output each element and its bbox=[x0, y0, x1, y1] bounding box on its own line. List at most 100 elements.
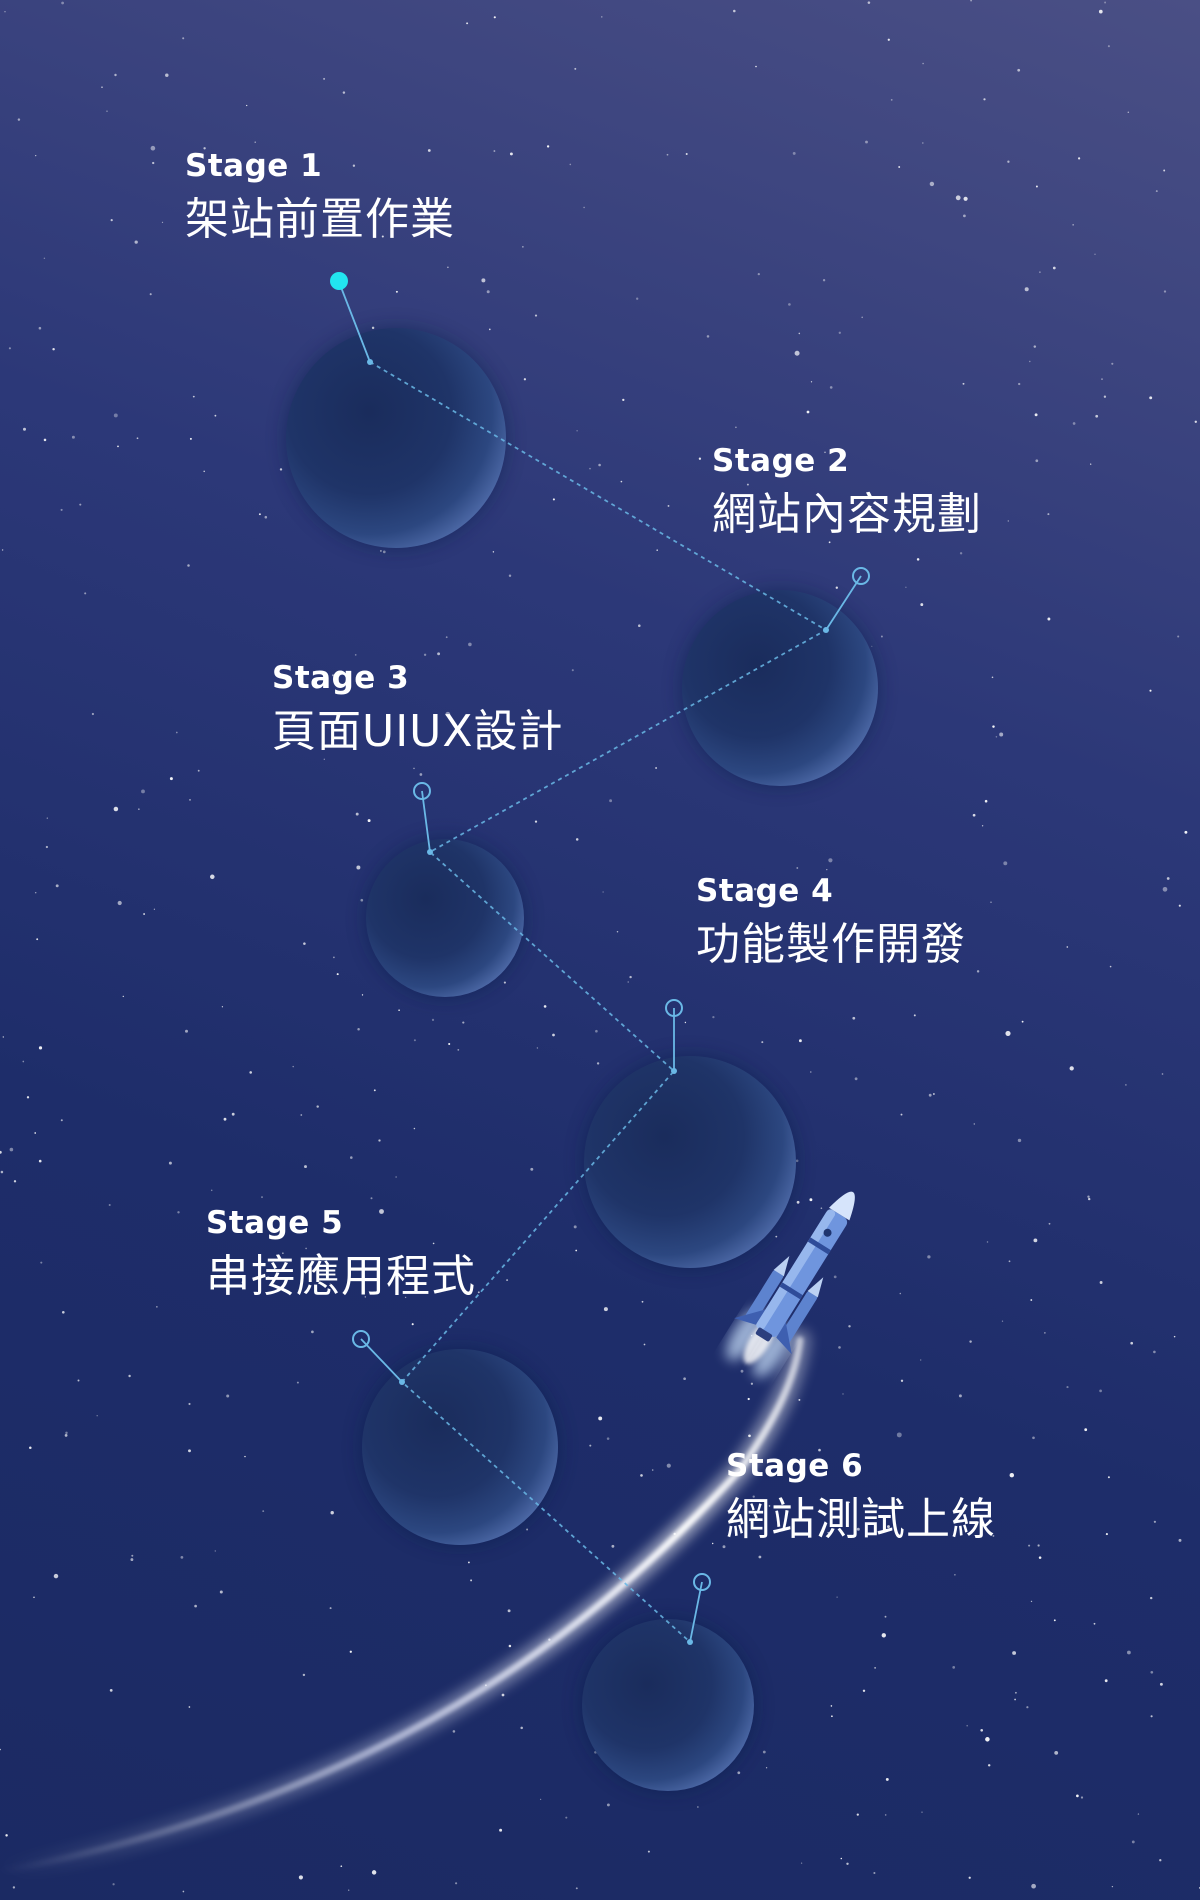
star bbox=[761, 1041, 764, 1044]
star bbox=[983, 98, 986, 101]
star bbox=[128, 1374, 131, 1378]
star bbox=[871, 645, 873, 647]
star bbox=[788, 303, 791, 306]
star bbox=[197, 769, 200, 772]
star bbox=[1150, 1670, 1154, 1674]
star bbox=[627, 981, 629, 983]
star bbox=[117, 445, 119, 448]
star bbox=[1005, 1030, 1011, 1036]
star bbox=[493, 150, 496, 152]
star bbox=[1008, 1260, 1011, 1263]
rocket-icon bbox=[726, 1191, 855, 1378]
star bbox=[180, 1556, 184, 1559]
stage-6-location-pin-icon bbox=[689, 1573, 711, 1643]
star bbox=[5, 1834, 8, 1837]
star bbox=[838, 1346, 841, 1349]
star bbox=[880, 635, 883, 638]
star bbox=[536, 1047, 539, 1049]
star bbox=[636, 297, 639, 300]
star bbox=[64, 1434, 68, 1437]
star bbox=[838, 331, 841, 334]
stage-5-location-pin-icon bbox=[352, 1330, 403, 1383]
star bbox=[1103, 395, 1107, 398]
star bbox=[108, 1203, 111, 1207]
stage-6-number: Stage 6 bbox=[726, 1448, 864, 1484]
star bbox=[378, 1139, 381, 1142]
star bbox=[666, 1463, 671, 1468]
star bbox=[1072, 422, 1076, 425]
star bbox=[398, 1009, 400, 1012]
star bbox=[794, 350, 800, 356]
star bbox=[1032, 1436, 1035, 1440]
star bbox=[768, 1505, 771, 1507]
star bbox=[182, 37, 185, 40]
stage-5-title: 串接應用程式 bbox=[206, 1251, 476, 1302]
star bbox=[357, 1027, 360, 1031]
star bbox=[432, 1242, 435, 1245]
star bbox=[101, 86, 103, 88]
star bbox=[61, 1310, 65, 1314]
star bbox=[920, 1359, 922, 1361]
star bbox=[26, 1096, 30, 1099]
star bbox=[91, 712, 95, 716]
star bbox=[370, 1197, 373, 1200]
star bbox=[706, 335, 710, 338]
star bbox=[737, 1771, 741, 1775]
star bbox=[534, 820, 538, 823]
star bbox=[881, 1633, 886, 1638]
star bbox=[954, 1573, 956, 1576]
star bbox=[156, 1306, 158, 1308]
star bbox=[1030, 1600, 1033, 1603]
star bbox=[12, 1886, 16, 1889]
star bbox=[462, 1021, 465, 1024]
star bbox=[33, 1596, 35, 1599]
star bbox=[43, 438, 47, 442]
star bbox=[755, 65, 757, 68]
star bbox=[972, 813, 976, 817]
star bbox=[683, 1377, 686, 1381]
star bbox=[651, 1469, 654, 1471]
star bbox=[991, 676, 994, 679]
star bbox=[1163, 290, 1167, 293]
star bbox=[223, 1117, 227, 1121]
star bbox=[300, 1114, 303, 1116]
star bbox=[833, 1275, 837, 1279]
star bbox=[379, 549, 382, 552]
stage-5-number: Stage 5 bbox=[206, 1205, 344, 1241]
stage-1-location-pin-icon bbox=[330, 272, 371, 363]
planet-4-icon bbox=[584, 1056, 796, 1268]
star bbox=[1034, 413, 1038, 417]
star bbox=[1029, 360, 1031, 363]
star bbox=[1037, 1544, 1040, 1547]
star bbox=[798, 1039, 802, 1043]
star bbox=[968, 1876, 971, 1879]
star bbox=[1109, 965, 1112, 968]
star bbox=[40, 1261, 43, 1264]
star bbox=[1066, 1386, 1069, 1389]
star bbox=[1028, 1544, 1031, 1547]
star bbox=[38, 326, 42, 330]
star bbox=[796, 1478, 800, 1481]
planet-6-icon bbox=[582, 1619, 754, 1791]
stage-3-location-pin-icon bbox=[413, 782, 431, 853]
star bbox=[175, 731, 178, 734]
star bbox=[616, 931, 619, 933]
star bbox=[1104, 1679, 1108, 1683]
star bbox=[647, 1850, 650, 1853]
star bbox=[381, 235, 384, 238]
star bbox=[130, 1558, 134, 1562]
star bbox=[477, 1291, 480, 1294]
star bbox=[4, 11, 6, 13]
star bbox=[1149, 1596, 1153, 1600]
star bbox=[106, 110, 108, 112]
star bbox=[246, 104, 248, 107]
star bbox=[266, 1276, 270, 1280]
star bbox=[916, 558, 920, 561]
star bbox=[1080, 1796, 1084, 1799]
star bbox=[188, 1449, 191, 1453]
star bbox=[373, 1089, 376, 1092]
star bbox=[466, 22, 469, 25]
star bbox=[629, 975, 632, 979]
stage-4-label: Stage 4 功能製作開發 bbox=[696, 873, 966, 973]
star bbox=[413, 767, 415, 770]
